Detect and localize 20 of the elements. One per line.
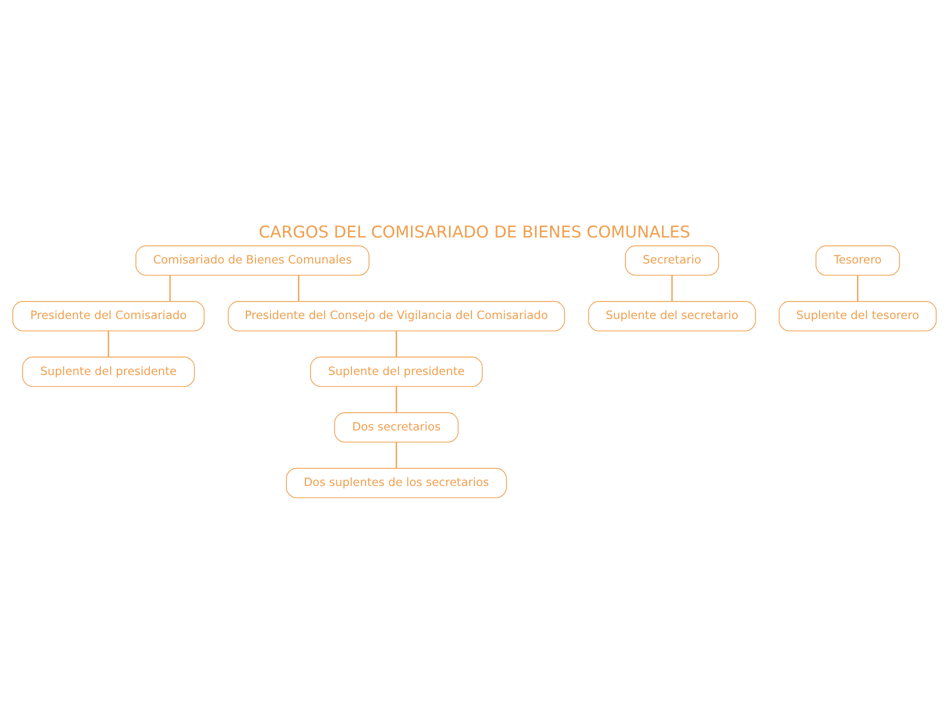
connector	[169, 274, 171, 301]
node-box: Secretario	[625, 244, 720, 276]
node-box: Suplente del presidente	[310, 356, 483, 386]
connector	[671, 274, 673, 301]
node-box: Suplente del tesorero	[778, 300, 937, 331]
node-box: Comisariado de Bienes Comunales	[135, 244, 370, 276]
connector	[396, 442, 398, 468]
node-box: Suplente del secretario	[588, 300, 756, 331]
connector	[857, 274, 858, 301]
connector	[396, 386, 398, 412]
node-box: Suplente del presidente	[22, 356, 195, 386]
connector	[108, 330, 110, 356]
node-box: Tesorero	[816, 244, 900, 276]
diagram-title: CARGOS DEL COMISARIADO DE BIENES COMUNALES	[258, 222, 690, 242]
node-box: Dos secretarios	[334, 412, 459, 442]
node-box: Dos suplentes de los secretarios	[286, 467, 507, 498]
node-box: Presidente del Comisariado	[12, 300, 205, 331]
connector	[298, 274, 300, 301]
connector	[396, 330, 398, 356]
node-box: Presidente del Consejo de Vigilancia del Comisariado	[228, 300, 565, 331]
